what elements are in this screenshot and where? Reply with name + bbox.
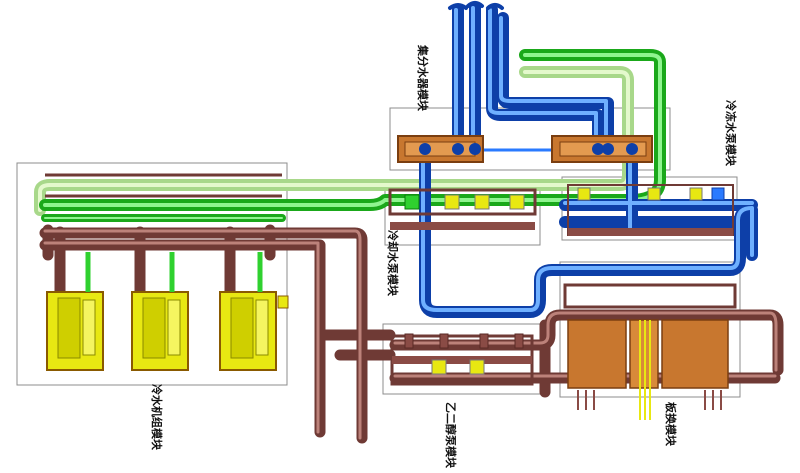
chiller-unit [131, 291, 189, 371]
module-labels: 集分水器模块 冷冻水泵模块 冷却水泵模块 冷水机组模块 乙二醇泵模块 板换模块 [150, 44, 738, 469]
chiller-unit [219, 291, 289, 371]
label-manifold-module: 集分水器模块 [416, 44, 430, 112]
label-glycol-pump-module: 乙二醇泵模块 [444, 402, 458, 469]
light-green-pipes [34, 66, 634, 216]
chilled-pump-assembly [567, 184, 734, 236]
label-cooling-pump-module: 冷却水泵模块 [386, 230, 400, 297]
frame-chiller-module [16, 162, 288, 386]
cooling-pump-assembly [388, 188, 537, 230]
label-chilled-pump-module: 冷冻水泵模块 [724, 100, 738, 167]
plate-hx-assembly [563, 283, 737, 420]
chiller-unit [46, 291, 104, 371]
glycol-pump-assembly [390, 333, 534, 386]
label-plate-hx-module: 板换模块 [664, 402, 678, 447]
label-chiller-module: 冷水机组模块 [150, 384, 164, 451]
chiller-headers [45, 173, 282, 198]
blue-pipes [419, 1, 758, 318]
manifold-assembly [397, 135, 653, 163]
chiller-units [46, 252, 289, 371]
